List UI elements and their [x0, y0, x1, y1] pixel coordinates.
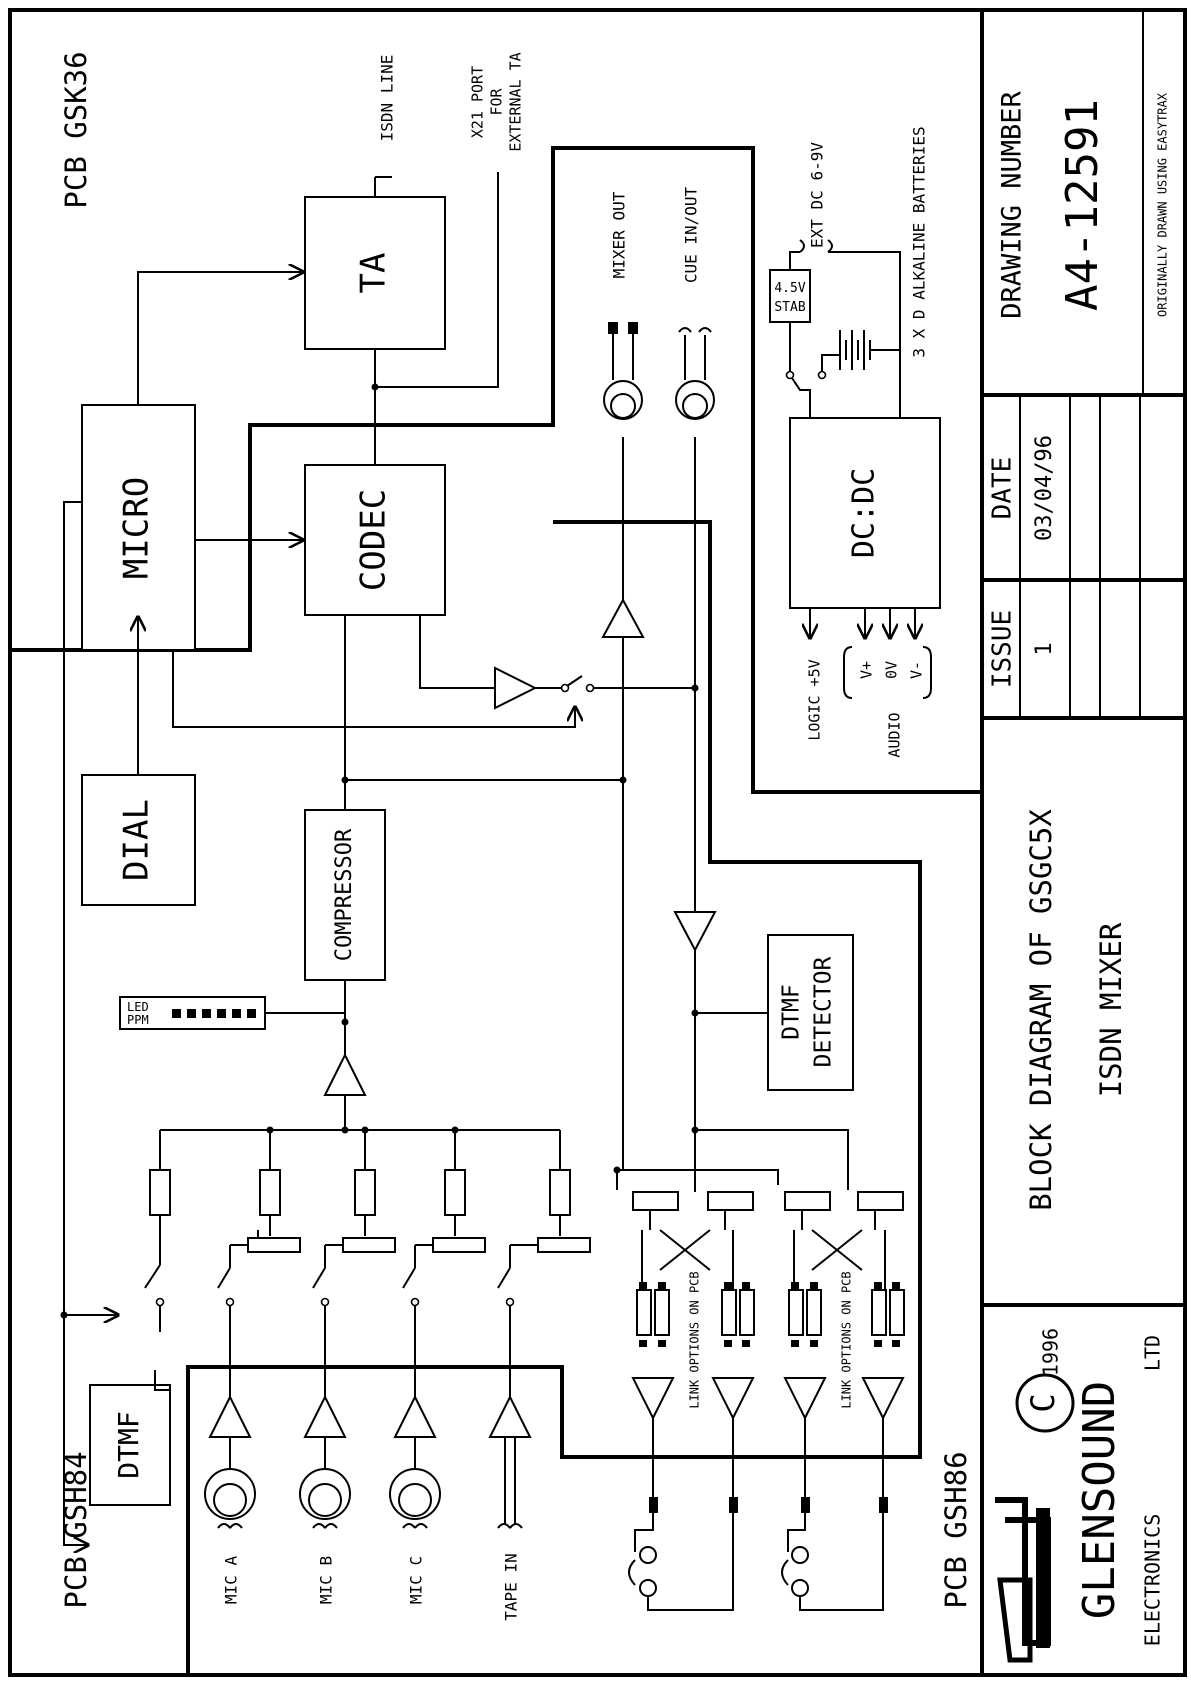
hybrid-group-2 [781, 1191, 905, 1611]
copyright-year: 1996 [1039, 1328, 1063, 1376]
mic-b-label: MIC B [317, 1556, 336, 1604]
drawing-number: A4-12591 [1057, 99, 1108, 311]
dtmf-label: DTMF [112, 1411, 145, 1478]
diagram-subtitle: ISDN MIXER [1094, 922, 1128, 1097]
dtmf-block [89, 1384, 171, 1506]
v-plus-label: V+ [858, 661, 876, 679]
input-channel-strips [144, 1130, 591, 1437]
ta-label: TA [354, 253, 394, 294]
copyright-circle [1015, 1373, 1075, 1433]
issue-value: 1 [1032, 642, 1057, 655]
pcb-label-bottom: PCB GSH86 [939, 1451, 973, 1608]
link-options-label-2: LINK OPTIONS ON PCB [840, 1271, 854, 1408]
dcdc-label: DC:DC [847, 468, 882, 558]
x21-label-1: X21 PORT [469, 66, 487, 138]
ppm-label: PPM [127, 1013, 149, 1027]
board-boundary-gsk36 [12, 146, 982, 794]
issue-label: ISSUE [988, 610, 1018, 688]
dcdc-block [789, 417, 941, 609]
audio-label: AUDIO [886, 712, 904, 757]
tape-in-label: TAPE IN [502, 1553, 521, 1620]
copyright-symbol: C [1024, 1393, 1062, 1412]
isdn-line-label: ISDN LINE [378, 55, 397, 142]
glensound-logo [995, 1497, 1051, 1663]
zero-v-label: 0V [883, 661, 901, 679]
dtmf-detector-label-2: DETECTOR [811, 956, 837, 1067]
ext-dc-label: EXT DC 6-9V [808, 142, 827, 248]
micro-label: MICRO [117, 477, 157, 579]
mic-a-label: MIC A [222, 1556, 241, 1605]
svg-text:PCB GSH86: PCB GSH86 [939, 1451, 973, 1608]
drawing-border [8, 8, 1187, 1677]
x21-label-2: FOR [488, 87, 506, 115]
led-label: LED [127, 1000, 149, 1014]
company-ltd: LTD [1141, 1335, 1165, 1371]
hybrid-group-1 [628, 1191, 755, 1611]
pcb-label-top: PCB GSK36 [59, 51, 93, 208]
company-subtitle: ELECTRONICS [1141, 1514, 1165, 1646]
svg-text:PCB GSK36: PCB GSK36 [59, 51, 93, 208]
mic-c-label: MIC C [407, 1556, 426, 1604]
batteries-label: 3 X D ALKALINE BATTERIES [910, 126, 929, 357]
dtmf-detector-block [767, 934, 854, 1091]
dial-block [81, 774, 196, 906]
stab-regulator-block [769, 269, 811, 323]
input-preamps [204, 1394, 532, 1529]
mixer-out-label: MIXER OUT [610, 191, 629, 278]
logic-label: LOGIC +5V [806, 659, 824, 740]
link-options-label-1: LINK OPTIONS ON PCB [688, 1271, 702, 1408]
date-value: 03/04/96 [1032, 435, 1057, 541]
date-label: DATE [988, 457, 1018, 520]
v-minus-label: V- [908, 661, 926, 679]
drawing-number-label: DRAWING NUMBER [997, 90, 1028, 318]
diagram-title: BLOCK DIAGRAM OF GSGC5X [1024, 809, 1058, 1211]
company-name: GLENSOUND [1074, 1381, 1125, 1619]
cue-in-out-label: CUE IN/OUT [682, 186, 701, 283]
stab-label-2: STAB [774, 300, 805, 315]
stab-label-1: 4.5V [774, 281, 805, 296]
codec-label: CODEC [354, 489, 394, 591]
x21-label-3: EXTERNAL TA [507, 52, 525, 151]
compressor-label: COMPRESSOR [332, 828, 357, 961]
dial-label: DIAL [117, 799, 157, 881]
dtmf-detector-label-1: DTMF [779, 984, 805, 1039]
board-boundary-gsh86 [186, 520, 922, 1673]
easytrax-note: ORIGINALLY DRAWN USING EASYTRAX [1156, 92, 1170, 317]
